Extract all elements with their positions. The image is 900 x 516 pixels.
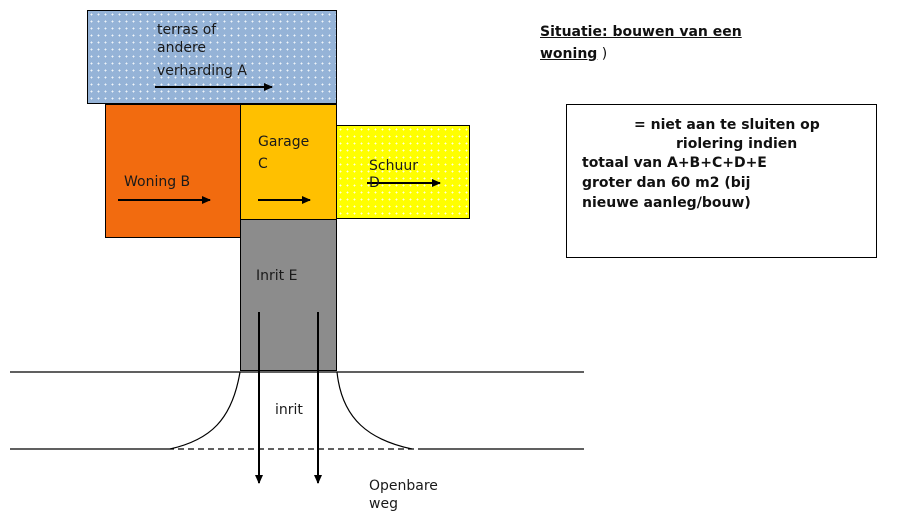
title-line1: Situatie: bouwen van een	[540, 24, 742, 40]
area-a-terrace	[87, 10, 337, 104]
driveway-flare-right	[336, 371, 413, 450]
area-b-house	[105, 104, 242, 238]
label-d-line2: D	[369, 175, 380, 191]
label-c-line1: Garage	[258, 134, 310, 150]
label-inrit: inrit	[275, 402, 303, 418]
title-suffix: )	[597, 46, 608, 62]
label-b: Woning B	[124, 174, 191, 190]
driveway-flare-left	[169, 371, 241, 450]
title-line2: woning	[540, 46, 598, 62]
area-d-shed	[336, 125, 470, 219]
legend-line1: = niet aan te sluiten op	[634, 117, 820, 133]
label-a-line2: andere	[157, 40, 207, 56]
label-weg: weg	[369, 496, 398, 512]
label-a-line3: verharding A	[157, 63, 247, 79]
legend-line2: riolering indien	[676, 136, 798, 152]
legend-line5: nieuwe aanleg/bouw)	[582, 195, 751, 211]
label-d-line1: Schuur	[369, 158, 418, 174]
label-a-line1: terras of	[157, 22, 217, 38]
label-openbare: Openbare	[369, 478, 438, 494]
label-c-line2: C	[258, 156, 268, 172]
legend-box	[566, 104, 877, 258]
page-title: Situatie: bouwen van een woning )	[540, 21, 742, 65]
legend-line4: groter dan 60 m2 (bij	[582, 175, 751, 191]
legend-line3: totaal van A+B+C+D+E	[582, 155, 767, 171]
area-e-driveway	[240, 219, 337, 371]
label-e: Inrit E	[256, 268, 298, 284]
